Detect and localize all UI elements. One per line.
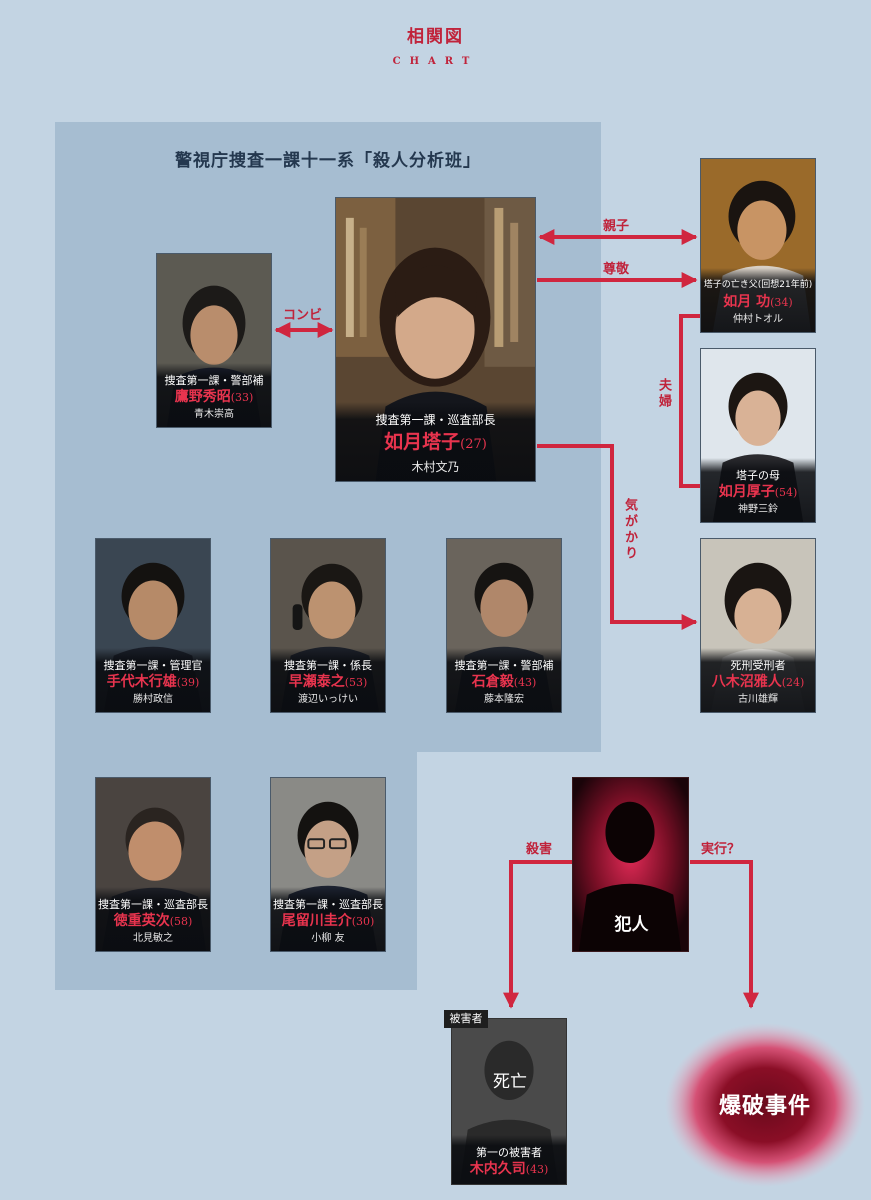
character-name: 如月厚子(54) (703, 483, 813, 502)
character-name: 如月塔子(27) (338, 429, 533, 458)
actor-name: 古川雄輝 (703, 692, 813, 707)
character-role: 捜査第一課・警部補 (449, 658, 559, 673)
actor-name: 勝村政信 (98, 692, 208, 707)
character-role: 塔子の母 (703, 468, 813, 483)
culprit-card[interactable]: 犯人 (572, 777, 689, 952)
actor-name: 青木崇高 (159, 407, 269, 422)
character-card-kisaragi-toko[interactable]: 捜査第一課・巡査部長 如月塔子(27) 木村文乃 (335, 197, 536, 482)
kisaragi-isao-info: 塔子の亡き父(回想21年前) 如月 功(34) 仲村トオル (701, 268, 815, 332)
character-name: 手代木行雄(39) (98, 673, 208, 692)
character-role: 第一の被害者 (454, 1145, 564, 1160)
character-role: 捜査第一課・管理官 (98, 658, 208, 673)
actor-name: 神野三鈴 (703, 502, 813, 517)
kisaragi-toko-info: 捜査第一課・巡査部長 如月塔子(27) 木村文乃 (336, 402, 535, 481)
victim-info: 第一の被害者 木内久司(43) (452, 1135, 566, 1184)
character-name: 八木沼雅人(24) (703, 673, 813, 692)
relation-label-murder: 殺害 (526, 838, 552, 857)
character-role: 塔子の亡き父(回想21年前) (703, 278, 813, 293)
relation-label-concern: 気がかり (620, 498, 639, 562)
character-name: 早瀬泰之(53) (273, 673, 383, 692)
relation-label-execution: 実行？ (701, 838, 740, 857)
character-role: 死刑受刑者 (703, 658, 813, 673)
actor-name: 北見敏之 (98, 931, 208, 946)
actor-name: 木村文乃 (338, 458, 533, 476)
character-name: 木内久司(43) (454, 1160, 564, 1179)
explosion-label: 爆破事件 (660, 1088, 870, 1120)
relation-label-combi: コンビ (283, 304, 322, 323)
character-role: 捜査第一課・巡査部長 (338, 412, 533, 429)
relation-label-respect: 尊敬 (603, 258, 629, 277)
victim-card[interactable]: 死亡 第一の被害者 木内久司(43) (451, 1018, 567, 1185)
character-card-ishikura[interactable]: 捜査第一課・警部補 石倉毅(43) 藤本隆宏 (446, 538, 562, 713)
character-card-kisaragi-atsuko[interactable]: 塔子の母 如月厚子(54) 神野三鈴 (700, 348, 816, 523)
actor-name: 仲村トオル (703, 312, 813, 327)
actor-name: 小柳 友 (273, 931, 383, 946)
character-name: 鷹野秀昭(33) (159, 388, 269, 407)
relation-label-parent-child: 親子 (603, 215, 629, 234)
character-card-hayase[interactable]: 捜査第一課・係長 早瀬泰之(53) 渡辺いっけい (270, 538, 386, 713)
takano-info: 捜査第一課・警部補 鷹野秀昭(33) 青木崇高 (157, 363, 271, 427)
character-card-teshirogi[interactable]: 捜査第一課・管理官 手代木行雄(39) 勝村政信 (95, 538, 211, 713)
ishikura-info: 捜査第一課・警部補 石倉毅(43) 藤本隆宏 (447, 648, 561, 712)
relation-label-spouses: 夫婦 (654, 378, 673, 410)
character-card-yaginuma[interactable]: 死刑受刑者 八木沼雅人(24) 古川雄輝 (700, 538, 816, 713)
character-name: 徳重英次(58) (98, 912, 208, 931)
character-role: 捜査第一課・係長 (273, 658, 383, 673)
character-card-orudoi[interactable]: 捜査第一課・巡査部長 尾留川圭介(30) 小柳 友 (270, 777, 386, 952)
execution-arrow (690, 862, 751, 1007)
teshirogi-info: 捜査第一課・管理官 手代木行雄(39) 勝村政信 (96, 648, 210, 712)
death-label: 死亡 (452, 1067, 567, 1092)
actor-name: 藤本隆宏 (449, 692, 559, 707)
orudoi-info: 捜査第一課・巡査部長 尾留川圭介(30) 小柳 友 (271, 887, 385, 951)
character-role: 捜査第一課・巡査部長 (273, 897, 383, 912)
yaginuma-info: 死刑受刑者 八木沼雅人(24) 古川雄輝 (701, 648, 815, 712)
actor-name: 渡辺いっけい (273, 692, 383, 707)
kisaragi-atsuko-info: 塔子の母 如月厚子(54) 神野三鈴 (701, 458, 815, 522)
victim-tag: 被害者 (444, 1010, 488, 1028)
character-name: 如月 功(34) (703, 293, 813, 312)
character-card-takano[interactable]: 捜査第一課・警部補 鷹野秀昭(33) 青木崇高 (156, 253, 272, 428)
character-role: 捜査第一課・警部補 (159, 373, 269, 388)
character-role: 捜査第一課・巡査部長 (98, 897, 208, 912)
tokushige-info: 捜査第一課・巡査部長 徳重英次(58) 北見敏之 (96, 887, 210, 951)
murder-arrow (511, 862, 572, 1007)
character-card-kisaragi-isao[interactable]: 塔子の亡き父(回想21年前) 如月 功(34) 仲村トオル (700, 158, 816, 333)
hayase-info: 捜査第一課・係長 早瀬泰之(53) 渡辺いっけい (271, 648, 385, 712)
culprit-label: 犯人 (573, 910, 689, 935)
character-card-tokushige[interactable]: 捜査第一課・巡査部長 徳重英次(58) 北見敏之 (95, 777, 211, 952)
character-name: 石倉毅(43) (449, 673, 559, 692)
character-name: 尾留川圭介(30) (273, 912, 383, 931)
